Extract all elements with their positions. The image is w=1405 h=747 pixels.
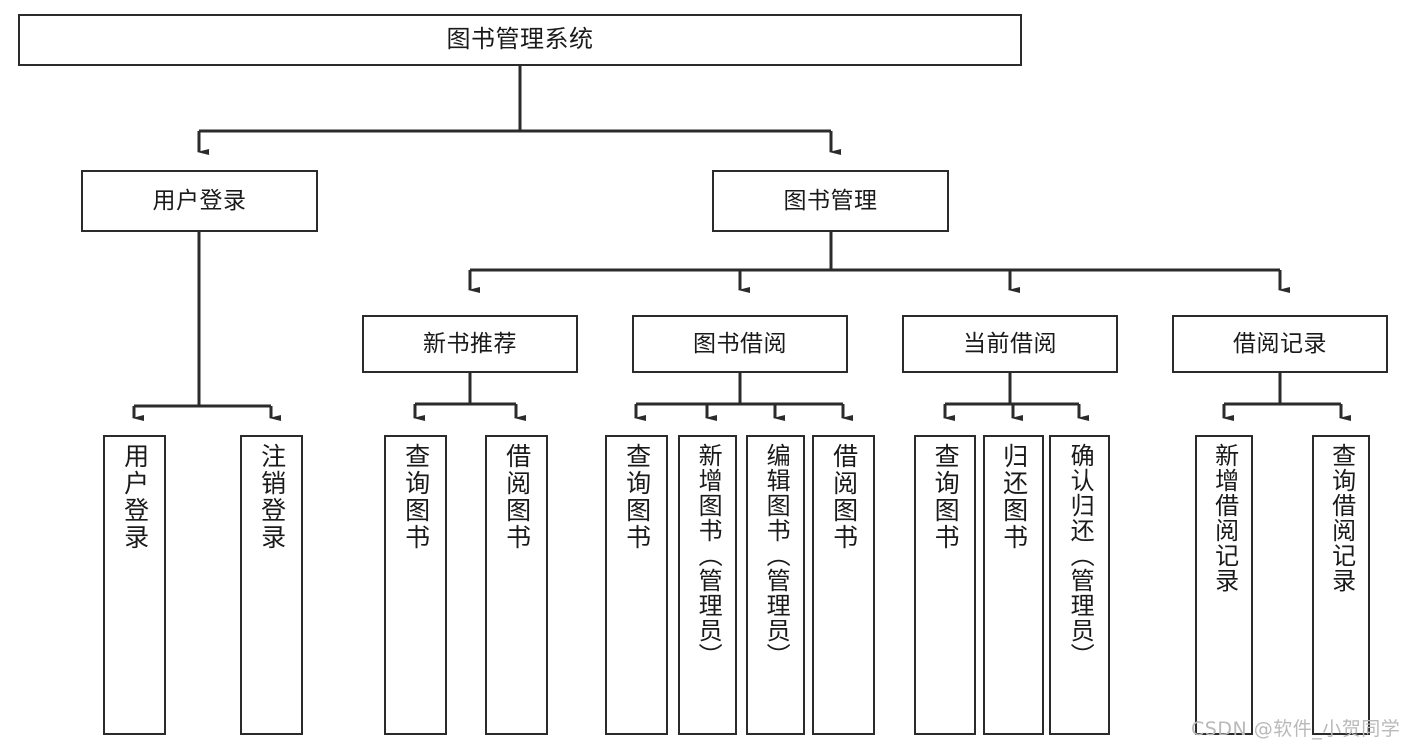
node-label: 新书推荐: [423, 330, 517, 357]
node-book-borrowing[interactable]: 图书借阅: [632, 315, 848, 373]
leaf-borrow-borrow-books[interactable]: 借阅图书: [812, 435, 875, 735]
leaf-current-query-books[interactable]: 查询图书: [914, 435, 976, 735]
node-label: 借阅记录: [1233, 330, 1327, 357]
node-borrow-records[interactable]: 借阅记录: [1172, 315, 1388, 373]
node-label: 查询图书: [931, 443, 961, 551]
leaf-borrow-query-books[interactable]: 查询图书: [605, 435, 668, 735]
node-user-login[interactable]: 用户登录: [81, 170, 318, 232]
leaf-borrow-add-book-admin[interactable]: 新增图书（管理员）: [678, 435, 737, 735]
node-label: 新增图书（管理员）: [694, 443, 723, 668]
node-root-system[interactable]: 图书管理系统: [18, 14, 1022, 66]
node-label: 编辑图书（管理员）: [762, 443, 791, 668]
leaf-newbook-borrow-books[interactable]: 借阅图书: [485, 435, 548, 735]
node-label: 用户登录: [152, 187, 247, 214]
leaf-user-login[interactable]: 用户登录: [103, 435, 166, 735]
leaf-current-return-books[interactable]: 归还图书: [983, 435, 1044, 735]
leaf-record-query-borrow-record[interactable]: 查询借阅记录: [1312, 435, 1370, 735]
node-label: 当前借阅: [963, 330, 1057, 357]
node-label: 图书管理系统: [446, 25, 594, 54]
node-label: 注销登录: [257, 443, 287, 551]
leaf-borrow-edit-book-admin[interactable]: 编辑图书（管理员）: [746, 435, 805, 735]
node-new-book-recommendation[interactable]: 新书推荐: [362, 315, 578, 373]
node-label: 图书借阅: [693, 330, 787, 357]
node-current-borrowing[interactable]: 当前借阅: [902, 315, 1118, 373]
csdn-watermark: CSDN @软件_小贺同学: [1191, 718, 1401, 740]
node-label: 确认归还（管理员）: [1066, 443, 1095, 668]
node-book-management[interactable]: 图书管理: [712, 170, 949, 232]
node-label: 用户登录: [120, 443, 150, 551]
leaf-user-logout[interactable]: 注销登录: [240, 435, 303, 735]
node-label: 归还图书: [999, 443, 1029, 551]
node-label: 借阅图书: [829, 443, 859, 551]
leaf-newbook-query-books[interactable]: 查询图书: [384, 435, 447, 735]
node-label: 查询图书: [401, 443, 431, 551]
node-label: 新增借阅记录: [1210, 443, 1239, 593]
node-label: 图书管理: [783, 187, 878, 214]
node-label: 查询图书: [622, 443, 652, 551]
leaf-record-add-borrow-record[interactable]: 新增借阅记录: [1195, 435, 1253, 735]
node-label: 查询借阅记录: [1327, 443, 1356, 593]
leaf-current-confirm-return-admin[interactable]: 确认归还（管理员）: [1049, 435, 1110, 735]
node-label: 借阅图书: [502, 443, 532, 551]
